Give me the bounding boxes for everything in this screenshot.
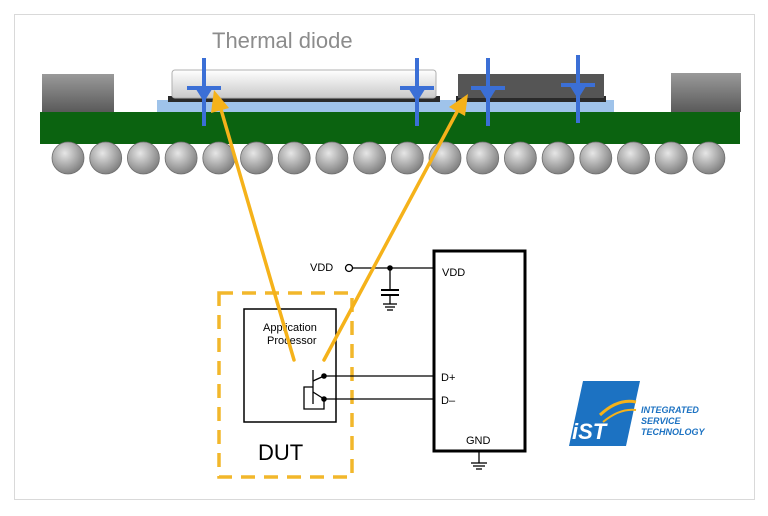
solder-ball: [390, 141, 424, 175]
dut-box: [217, 291, 354, 479]
substrate-board: [40, 112, 740, 144]
measurement-arrows: [211, 90, 468, 362]
logo-mark-text: iST: [572, 419, 608, 444]
solder-ball: [126, 141, 160, 175]
app-processor-label-line1: Application: [263, 322, 317, 334]
vdd-pin-label: VDD: [442, 267, 465, 279]
solder-ball: [579, 141, 613, 175]
solder-ball: [504, 141, 537, 175]
diode-transistor-symbol: [303, 370, 434, 410]
gnd-pin-label: GND: [466, 435, 491, 447]
logo-gold-arc-2: [602, 408, 637, 423]
solder-ball: [202, 141, 236, 175]
side-component-left: [42, 74, 114, 112]
arrow-to-diode-3: [322, 94, 468, 362]
diode-marker-3: [471, 58, 505, 126]
solder-ball-row: [51, 141, 726, 175]
dplus-pin-label: D+: [441, 372, 455, 384]
solder-ball: [617, 141, 650, 175]
solder-ball: [89, 141, 123, 175]
logo-gold-arcs: [598, 399, 637, 417]
node-dot-dplus: [321, 373, 327, 379]
application-processor-box: [243, 308, 337, 423]
solder-ball: [466, 141, 500, 175]
vdd-source-label: VDD: [310, 262, 333, 274]
solder-ball: [353, 141, 387, 175]
die-underfill-right: [456, 96, 606, 102]
package-cross-section: [40, 69, 741, 144]
logo-text-line3: TECHNOLOGY: [641, 427, 705, 437]
vdd-node-dot: [387, 265, 393, 271]
thermal-diode-markers: [187, 55, 595, 126]
solder-ball: [277, 141, 311, 175]
vdd-wiring: [344, 263, 434, 311]
solder-ball: [240, 141, 273, 175]
ic-ground-symbol: [471, 451, 487, 470]
node-dot-dminus: [321, 396, 327, 402]
side-component-right: [671, 73, 741, 112]
solder-ball: [692, 141, 726, 175]
logo-text-line2: SERVICE: [641, 416, 682, 426]
diode-marker-2: [400, 58, 434, 126]
solder-ball: [51, 141, 85, 175]
dminus-pin-label: D–: [441, 395, 456, 407]
solder-ball: [654, 141, 688, 175]
dut-label: DUT: [258, 440, 303, 465]
vdd-pin-text: VDD: [442, 267, 465, 279]
interposer-layer: [157, 100, 614, 112]
arrow-to-diode-1: [211, 90, 296, 362]
die-underfill-left: [168, 96, 440, 102]
app-processor-label-line2: Processor: [267, 335, 317, 347]
logo-text-line1: INTEGRATED: [641, 405, 699, 415]
solder-ball: [315, 141, 349, 175]
die-left: [171, 69, 437, 99]
diagram-title: Thermal diode: [212, 28, 353, 53]
solder-ball: [541, 141, 575, 175]
diode-marker-1: [187, 58, 221, 126]
diode-marker-4: [561, 55, 595, 123]
sensor-ic-box: [432, 249, 527, 453]
solder-ball: [164, 141, 198, 175]
logo-mark-shape: [569, 381, 640, 446]
ist-logo: iST INTEGRATED SERVICE TECHNOLOGY: [569, 381, 705, 446]
